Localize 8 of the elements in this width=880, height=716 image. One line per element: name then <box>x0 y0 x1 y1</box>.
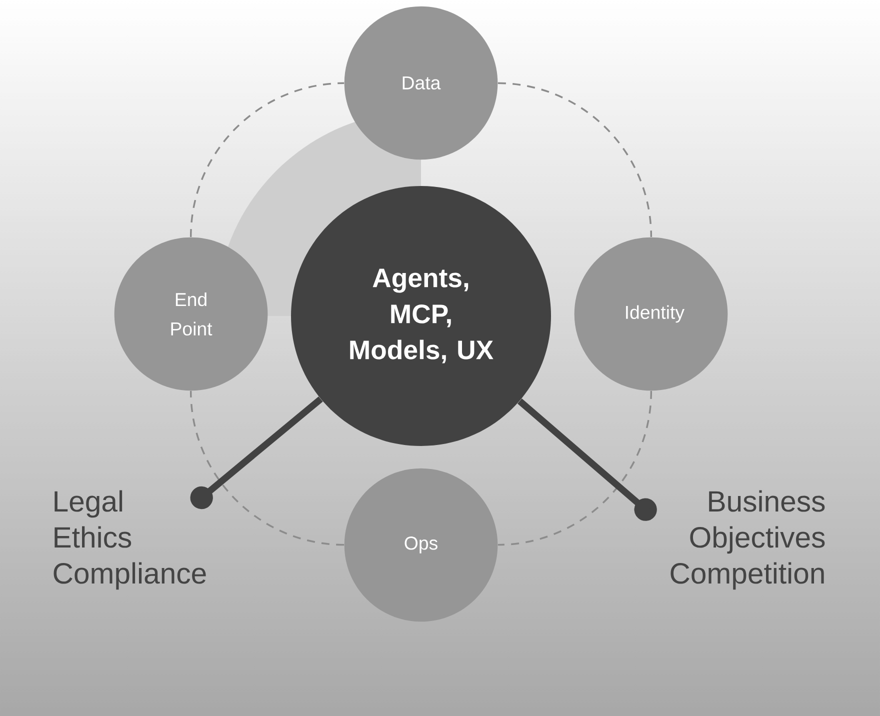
dashed-arc <box>190 390 344 546</box>
dashed-arc <box>498 390 652 546</box>
dashed-arc <box>190 82 344 238</box>
connector-line <box>190 396 323 510</box>
connector-line <box>518 398 657 521</box>
dashed-arc <box>498 82 652 238</box>
side-label: Business Objectives Competition <box>670 490 825 590</box>
side-label: Legal Ethics Compliance <box>54 490 206 590</box>
